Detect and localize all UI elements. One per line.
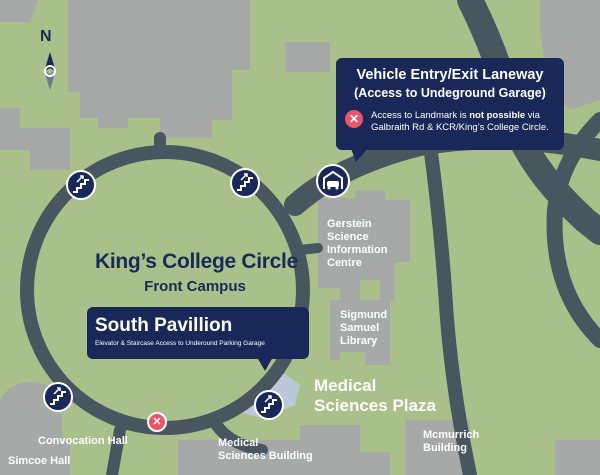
- circle-connector-right: [295, 243, 323, 255]
- plaza-label-line: Medical: [314, 376, 377, 395]
- south-pavillion-subtitle: Elevator & Staircase Access to Underound…: [95, 340, 265, 347]
- gerstein-label-line: Gerstein: [327, 218, 372, 230]
- gerstein-building: [318, 190, 410, 300]
- southeast-road: [423, 138, 477, 475]
- medical-sciences-label-line: Medical: [218, 437, 259, 449]
- compass-label: N: [40, 28, 52, 45]
- laneway-note: Access to Landmark is not possible via G…: [371, 110, 561, 134]
- mcmurrich-label-line: Mcmurrich: [423, 429, 480, 441]
- sigmund-building: [330, 300, 390, 365]
- south-pavillion-title: South Pavillion: [95, 315, 233, 336]
- gerstein-label-line: Centre: [327, 257, 362, 269]
- sigmund-label: Sigmund Samuel Library: [340, 309, 387, 348]
- garage-icon: [316, 164, 350, 198]
- gerstein-label-line: Information: [327, 244, 388, 256]
- convocation-hall-label: Convocation Hall: [38, 435, 128, 447]
- laneway-subtitle: (Access to Undeground Garage): [354, 86, 546, 100]
- sigmund-label-line: Library: [340, 335, 378, 347]
- callout-tail: [350, 146, 370, 162]
- circle-connector-bottom: [106, 424, 126, 475]
- stairs-icon: [254, 390, 284, 420]
- university-college-building: [68, 0, 250, 138]
- no-entry-icon: ✕: [345, 110, 363, 128]
- plaza-label: Medical Sciences Plaza: [314, 376, 436, 416]
- no-entry-icon: ✕: [147, 412, 167, 432]
- garage-icon-graphic: [323, 170, 343, 190]
- laneway-note-bold: not possible: [469, 110, 526, 121]
- laneway-note-end: via Galbraith Rd & KCR/King’s College Ci…: [371, 110, 549, 133]
- plaza-label-line: Sciences Plaza: [314, 396, 436, 415]
- mcmurrich-label-line: Building: [423, 442, 467, 454]
- gerstein-label-line: Science: [327, 231, 369, 243]
- building-top-right-small: [285, 42, 330, 72]
- building-right-bottom: [555, 440, 600, 475]
- stairs-icon: [66, 170, 96, 200]
- laneway-note-start: Access to Landmark is: [371, 110, 470, 121]
- medical-sciences-building: [178, 425, 390, 475]
- circle-connector-bottom-right: [209, 417, 268, 456]
- sigmund-label-line: Sigmund: [340, 309, 388, 321]
- simcoe-hall-label: Simcoe Hall: [8, 455, 71, 467]
- laneway-callout: Vehicle Entry/Exit Laneway (Access to Un…: [336, 58, 564, 162]
- mcmurrich-building: [405, 420, 470, 475]
- south-pavillion-callout: South Pavillion Elevator & Staircase Acc…: [87, 307, 309, 371]
- laneway-title: Vehicle Entry/Exit Laneway: [356, 67, 544, 83]
- front-campus-subtitle: Front Campus: [144, 278, 246, 295]
- north-arrow-icon: [44, 52, 56, 90]
- medical-sciences-label: Medical Sciences Building: [218, 437, 313, 463]
- building-left-mid: [0, 108, 70, 170]
- mcmurrich-label: Mcmurrich Building: [423, 429, 479, 455]
- stairs-icon: [230, 168, 260, 198]
- stairs-icon: [43, 382, 73, 412]
- callout-tail: [257, 357, 273, 371]
- gerstein-label: Gerstein Science Information Centre: [327, 218, 388, 270]
- east-curve-road: [546, 112, 600, 348]
- sigmund-label-line: Samuel: [340, 322, 380, 334]
- kings-college-circle-title: King’s College Circle: [95, 250, 298, 273]
- medical-sciences-label-line: Sciences Building: [218, 450, 313, 462]
- building-top-left: [0, 0, 38, 22]
